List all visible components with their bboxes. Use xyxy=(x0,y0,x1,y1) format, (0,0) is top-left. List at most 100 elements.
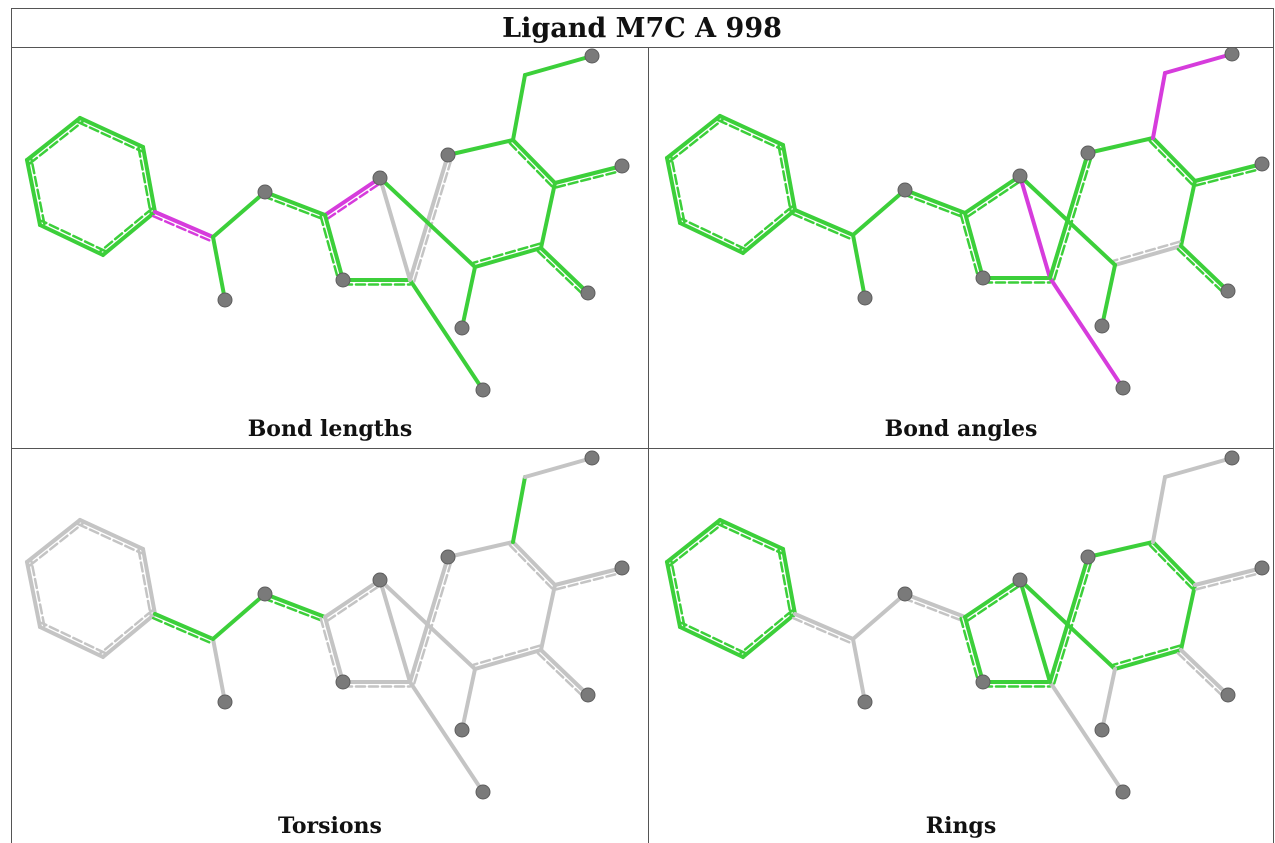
bond-line-secondary xyxy=(959,616,980,685)
bond-line xyxy=(153,210,215,239)
bond-line xyxy=(446,138,515,157)
atom-marker xyxy=(1094,722,1110,738)
bond-line xyxy=(539,583,557,652)
atom-marker xyxy=(1224,48,1240,62)
atom-marker xyxy=(1080,145,1096,161)
bond-line xyxy=(1048,555,1090,684)
atom-marker xyxy=(897,182,913,198)
bond-line xyxy=(741,612,797,659)
bond-line xyxy=(851,188,907,237)
bond-line xyxy=(539,181,557,250)
bond-line xyxy=(1151,475,1167,544)
atom-marker xyxy=(1012,168,1028,184)
table-border-right xyxy=(1273,8,1274,843)
bond-line xyxy=(963,174,1022,215)
bond-line xyxy=(1179,179,1197,248)
bond-line xyxy=(1018,578,1052,684)
bond-line xyxy=(511,138,557,185)
bond-line-secondary xyxy=(959,212,980,281)
bond-line xyxy=(793,612,855,641)
atom-marker xyxy=(857,290,873,306)
bond-line xyxy=(1048,276,1125,390)
bond-line-secondary xyxy=(508,141,554,188)
bond-line xyxy=(460,667,477,732)
atom-marker xyxy=(335,272,351,288)
bond-line-secondary xyxy=(28,120,85,165)
atom-marker xyxy=(614,158,630,174)
bond-line-secondary xyxy=(262,194,325,221)
bond-line-secondary xyxy=(1176,248,1227,296)
table-divider-title xyxy=(11,47,1274,48)
bond-line xyxy=(1048,680,1125,794)
bond-line xyxy=(141,145,157,214)
atom-marker xyxy=(897,586,913,602)
atom-marker xyxy=(454,320,470,336)
bond-line xyxy=(851,592,907,641)
atom-marker xyxy=(454,722,470,738)
bond-line xyxy=(553,164,624,185)
atom-marker xyxy=(217,694,233,710)
panel-rings: Rings xyxy=(649,449,1273,843)
atom-marker xyxy=(584,450,600,466)
bond-line-secondary xyxy=(151,214,213,243)
bond-line-secondary xyxy=(1194,167,1265,187)
bond-line-secondary xyxy=(902,192,965,219)
bond-line xyxy=(211,592,267,641)
bond-line xyxy=(38,625,105,659)
bond-line-secondary xyxy=(680,621,747,655)
panel-caption: Rings xyxy=(925,813,997,839)
atom-marker xyxy=(475,382,491,398)
bond-line-secondary xyxy=(472,644,542,666)
panel-bond-angles: Bond angles xyxy=(649,48,1273,448)
atom-marker xyxy=(1094,318,1110,334)
bond-line xyxy=(665,560,682,629)
bond-line xyxy=(25,158,42,227)
atom-marker xyxy=(614,560,630,576)
bond-line-secondary xyxy=(1194,571,1265,591)
bond-line xyxy=(25,560,42,629)
bond-line xyxy=(473,648,543,671)
atom-marker xyxy=(372,572,388,588)
molecule-diagram-bond-angles xyxy=(665,48,1270,396)
atom-marker xyxy=(1012,572,1028,588)
atom-marker xyxy=(257,184,273,200)
bond-line xyxy=(678,625,745,659)
bond-line xyxy=(1163,456,1234,479)
bond-line-secondary xyxy=(791,212,853,241)
bond-line xyxy=(539,246,590,295)
atom-marker xyxy=(217,292,233,308)
bond-line xyxy=(323,213,345,282)
panel-bond-lengths: Bond lengths xyxy=(12,48,648,448)
bond-line-secondary xyxy=(966,178,1024,218)
bond-line xyxy=(903,592,967,619)
bond-line xyxy=(1179,648,1230,697)
bond-line xyxy=(101,612,157,659)
bond-line-secondary xyxy=(137,548,152,617)
bond-line xyxy=(211,637,227,704)
bond-line-secondary xyxy=(262,596,325,623)
atom-marker xyxy=(1080,549,1096,565)
bond-line-secondary xyxy=(668,522,725,567)
bond-line-secondary xyxy=(28,522,85,567)
bond-line xyxy=(1018,578,1117,671)
atom-marker xyxy=(1115,784,1131,800)
bond-line xyxy=(378,176,412,282)
bond-line xyxy=(1179,244,1230,293)
bond-line xyxy=(963,211,985,280)
bond-line-secondary xyxy=(777,548,792,617)
bond-line-secondary xyxy=(738,205,794,251)
atom-marker xyxy=(1254,156,1270,172)
bond-line-secondary xyxy=(1112,240,1182,262)
molecule-diagram-torsions xyxy=(25,450,630,800)
bond-line-secondary xyxy=(76,522,143,555)
bond-line-secondary xyxy=(670,559,686,628)
bond-line xyxy=(1018,174,1052,280)
bond-line xyxy=(718,114,785,147)
panel-torsions: Torsions xyxy=(12,449,648,843)
bond-line xyxy=(473,246,543,269)
bond-line xyxy=(1193,162,1264,183)
bond-line-secondary xyxy=(1112,644,1182,666)
bond-line xyxy=(665,518,722,564)
bond-line-secondary xyxy=(319,214,340,283)
bond-line xyxy=(903,188,967,215)
